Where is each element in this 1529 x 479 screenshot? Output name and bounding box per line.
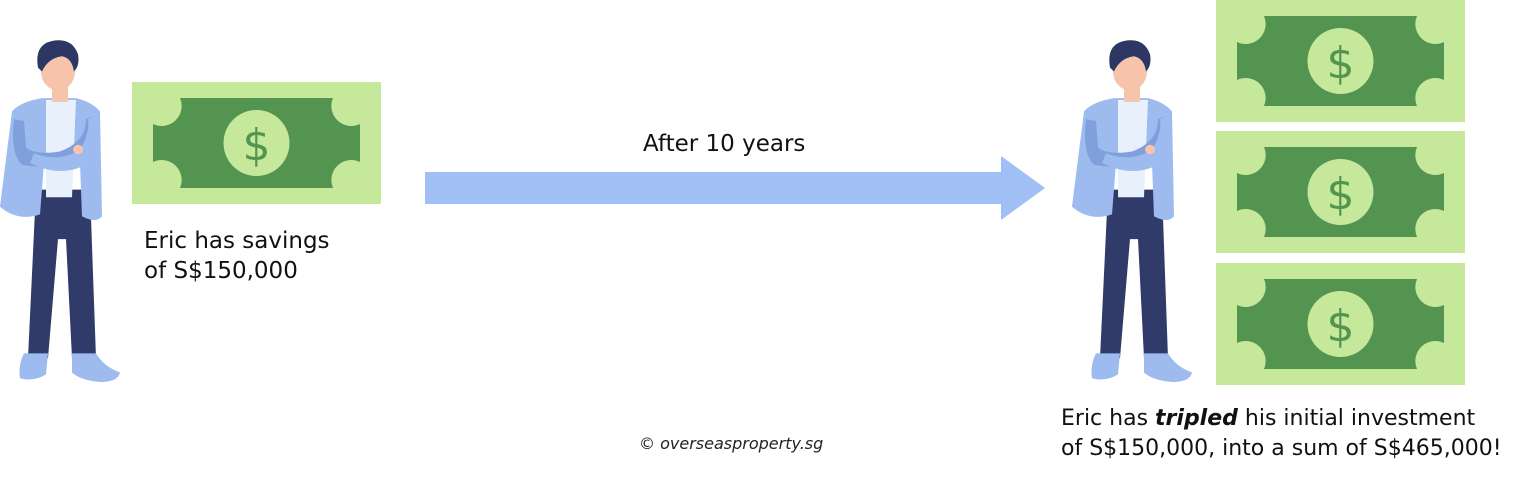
after-caption-prefix: Eric has bbox=[1061, 406, 1156, 431]
after-caption: Eric has tripled his initial investment … bbox=[1061, 404, 1502, 464]
dollar-bill-icon: $ bbox=[1216, 0, 1465, 122]
bill-stack-2: $ bbox=[1216, 131, 1465, 253]
dollar-bill-icon: $ bbox=[132, 82, 381, 204]
after-caption-emphasis: tripled bbox=[1155, 406, 1238, 431]
watermark: © overseasproperty.sg bbox=[639, 434, 824, 453]
dollar-sign: $ bbox=[1327, 169, 1355, 220]
before-caption: Eric has savings of S$150,000 bbox=[144, 226, 330, 286]
right-arrow-icon bbox=[425, 156, 1045, 220]
dollar-sign: $ bbox=[1327, 301, 1355, 352]
bill-stack-1: $ bbox=[1216, 0, 1465, 122]
dollar-bill-icon: $ bbox=[1216, 263, 1465, 385]
after-caption-suffix: his initial investment bbox=[1237, 406, 1476, 431]
eric-after-figure bbox=[1072, 20, 1197, 382]
arrow-label: After 10 years bbox=[643, 131, 806, 157]
bill-stack-3: $ bbox=[1216, 263, 1465, 385]
businessman-arms-crossed-icon bbox=[0, 20, 125, 382]
dollar-sign: $ bbox=[1327, 38, 1355, 89]
dollar-bill-icon: $ bbox=[1216, 131, 1465, 253]
businessman-arms-crossed-icon bbox=[1072, 20, 1197, 382]
dollar-sign: $ bbox=[243, 120, 271, 171]
savings-bill: $ bbox=[132, 82, 381, 204]
after-caption-line2: of S$150,000, into a sum of S$465,000! bbox=[1061, 436, 1502, 461]
before-caption-line1: Eric has savings bbox=[144, 228, 330, 254]
eric-before-figure bbox=[0, 20, 125, 382]
before-caption-line2: of S$150,000 bbox=[144, 258, 298, 284]
